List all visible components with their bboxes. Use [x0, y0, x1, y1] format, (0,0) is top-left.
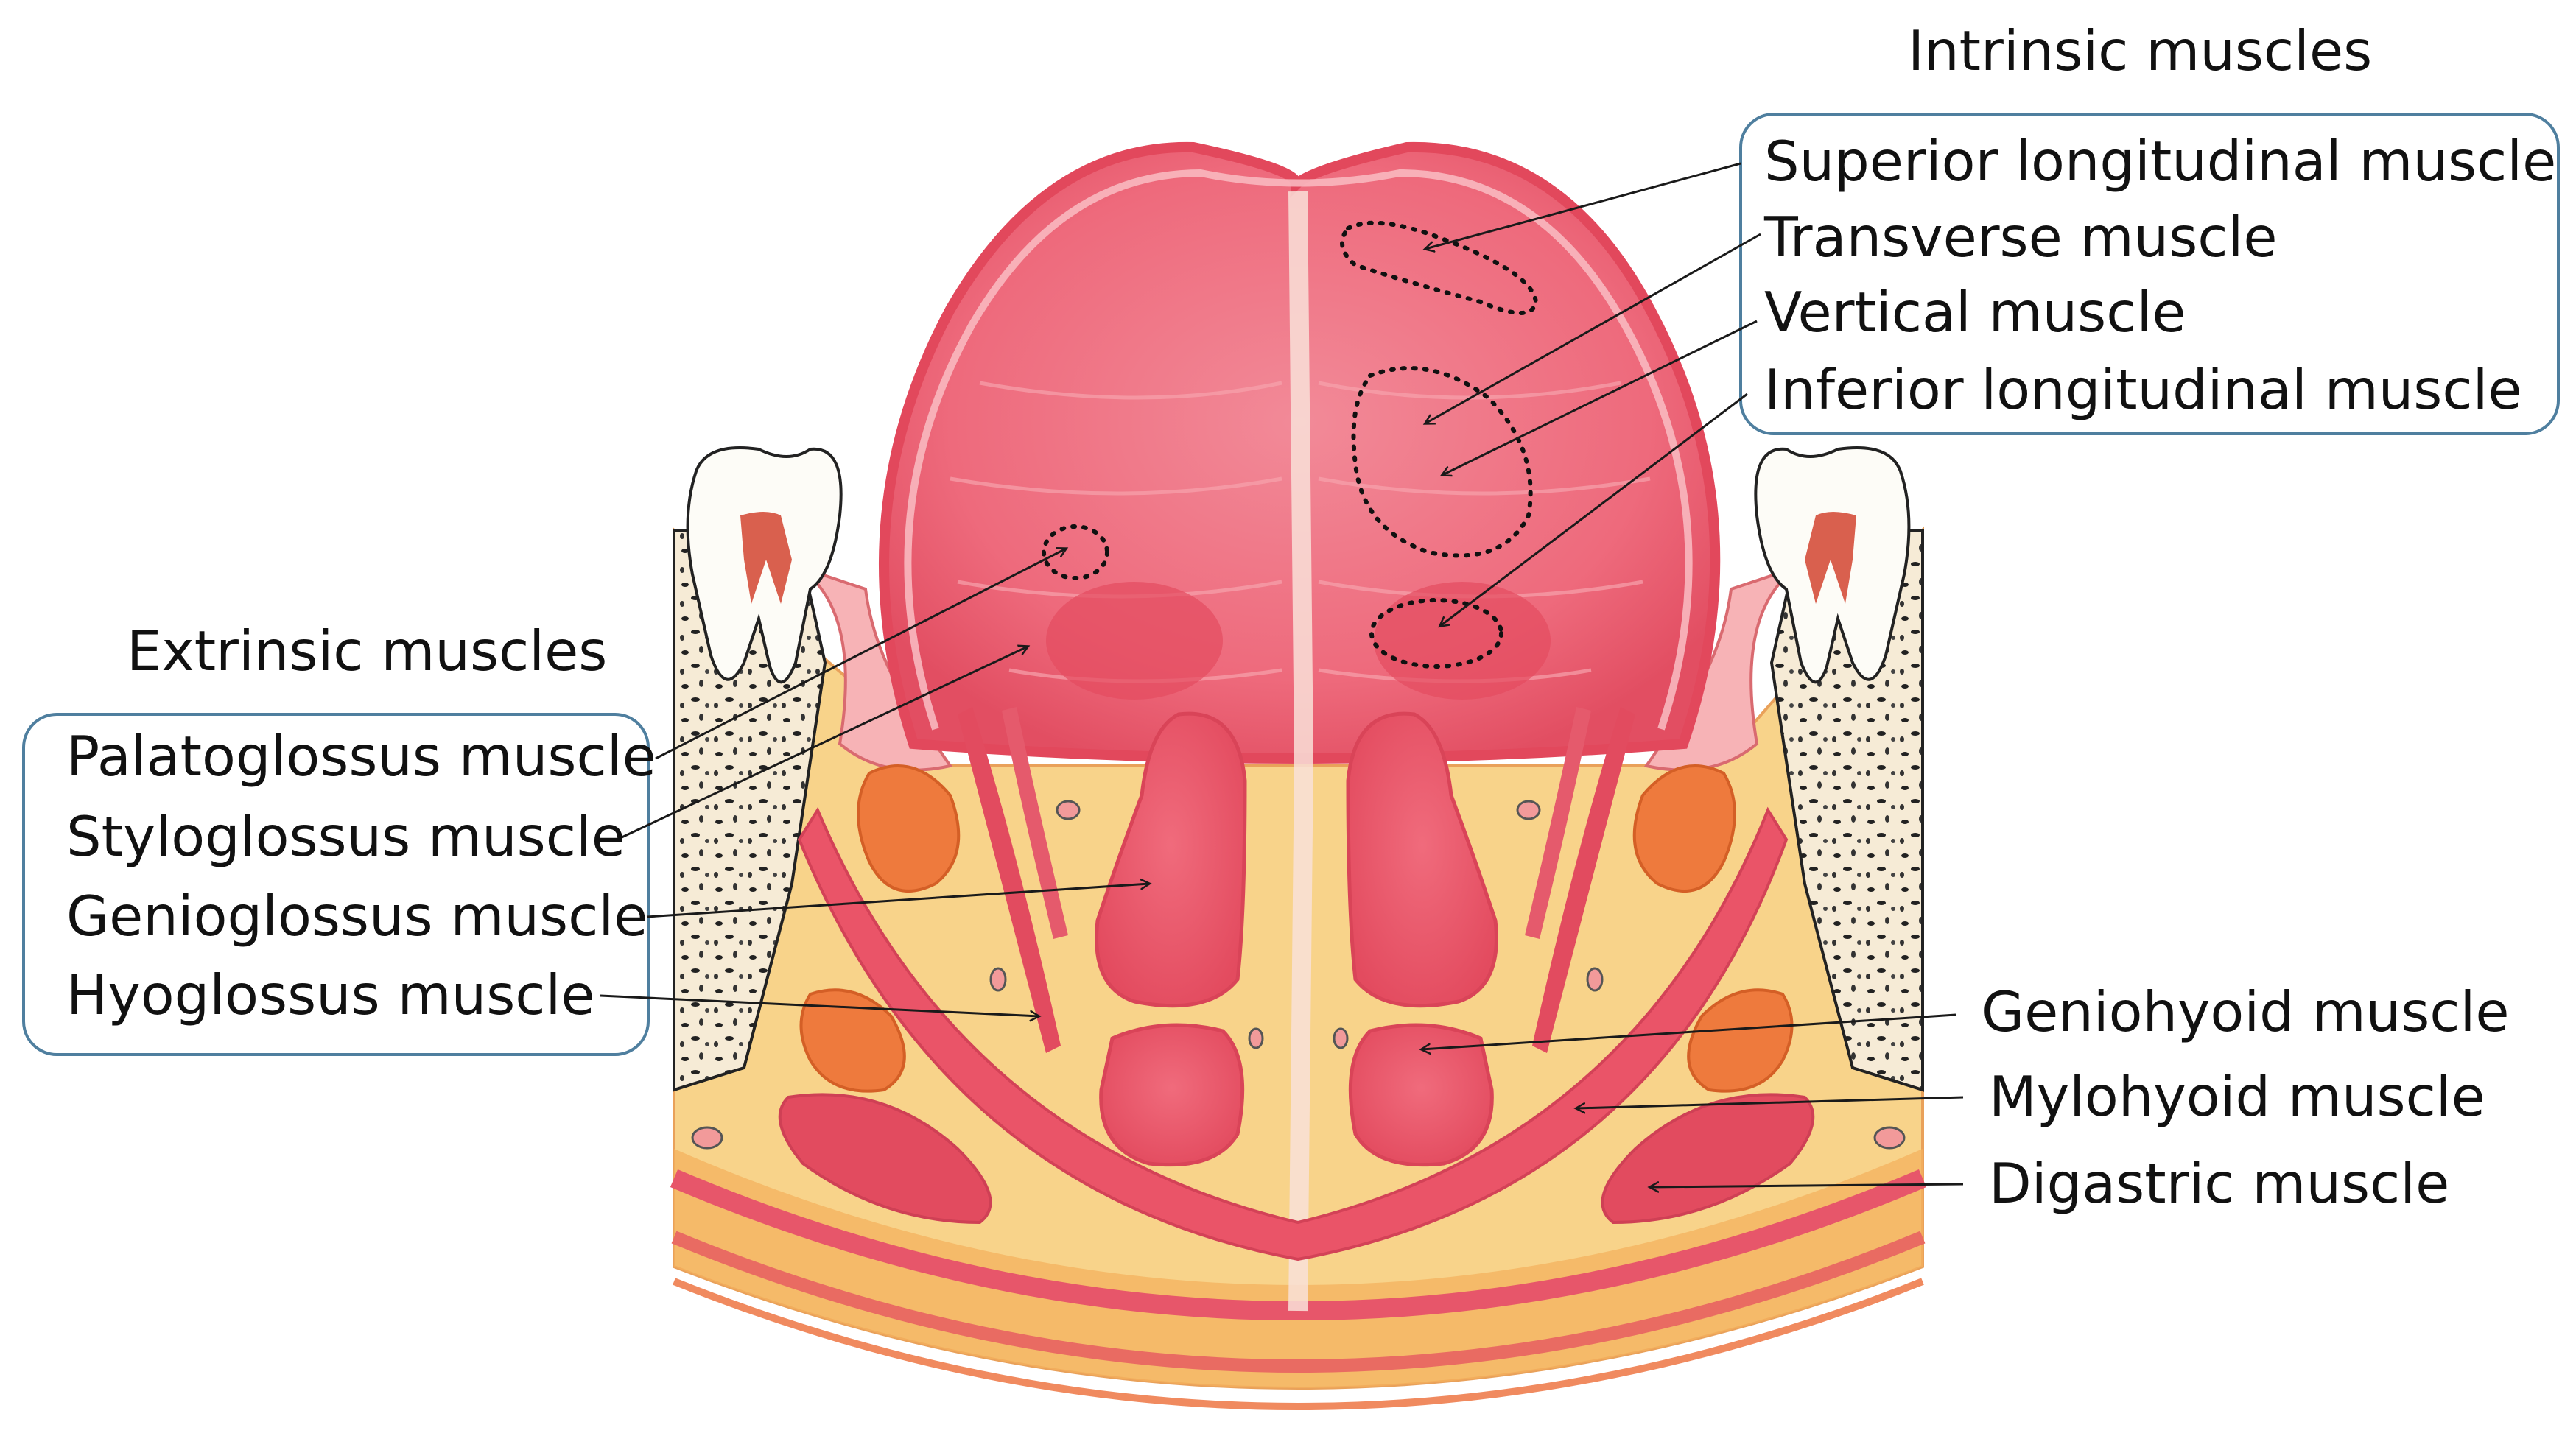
platysma-stripe-2 — [671, 1231, 1926, 1373]
vertical-leader — [1442, 320, 1758, 475]
tongue-mucosa — [904, 169, 1693, 731]
genioglossus-leader — [646, 884, 1149, 918]
left-digastric — [778, 1093, 992, 1225]
palatoglossus-region — [1042, 524, 1109, 580]
label-vertical: Vertical muscle — [1764, 280, 2186, 345]
extrinsic-heading: Extrinsic muscles — [127, 619, 607, 683]
extrinsic-box — [22, 713, 650, 1056]
left-tooth-pulp — [740, 512, 792, 604]
left-sublingual-gland — [857, 764, 961, 893]
right-genioglossus — [1346, 711, 1498, 1008]
label-palatoglossus: Palatoglossus muscle — [66, 724, 656, 789]
left-geniohyoid — [1099, 1023, 1245, 1167]
left-inferior-longitudinal-bundle — [1046, 582, 1223, 700]
inferior-longitudinal-region — [1369, 598, 1503, 669]
right-tooth-pulp — [1805, 512, 1856, 604]
dotted-regions — [1042, 220, 1539, 669]
vessels — [691, 800, 1906, 1150]
inferior-longitudinal-leader — [1440, 393, 1748, 626]
label-superior-longitudinal: Superior longitudinal muscle — [1764, 129, 2556, 194]
right-hyoglossus — [1532, 707, 1635, 1053]
median-septum — [1288, 191, 1314, 1312]
intrinsic-box — [1739, 113, 2560, 435]
left-hyoglossus — [958, 707, 1061, 1053]
transverse-vertical-region — [1351, 366, 1533, 558]
label-digastric: Digastric muscle — [1989, 1151, 2449, 1216]
right-sublingual-gland — [1632, 764, 1736, 893]
skin-edge — [673, 1278, 1924, 1410]
right-submandibular-gland — [1687, 988, 1794, 1093]
mylohyoid-sling — [797, 806, 1789, 1261]
transverse-leader — [1425, 233, 1761, 423]
left-styloglossus — [1002, 707, 1068, 939]
geniohyoid-leader — [1422, 1013, 1956, 1049]
left-submandibular-gland — [799, 988, 906, 1093]
label-styloglossus: Styloglossus muscle — [66, 804, 625, 869]
label-inferior-longitudinal: Inferior longitudinal muscle — [1764, 357, 2522, 422]
label-hyoglossus: Hyoglossus muscle — [66, 962, 594, 1027]
leader-lines — [600, 162, 1964, 1187]
styloglossus-leader — [620, 647, 1028, 840]
hyoglossus-leader — [600, 994, 1039, 1016]
right-styloglossus — [1525, 707, 1591, 939]
superior-longitudinal-leader — [1425, 162, 1741, 249]
label-geniohyoid: Geniohyoid muscle — [1982, 979, 2510, 1044]
mylohyoid-leader — [1576, 1096, 1964, 1108]
left-genioglossus — [1095, 711, 1247, 1008]
intrinsic-heading: Intrinsic muscles — [1908, 18, 2372, 83]
right-geniohyoid — [1348, 1023, 1494, 1167]
label-genioglossus: Genioglossus muscle — [66, 884, 647, 948]
digastric-leader — [1650, 1184, 1964, 1187]
label-transverse: Transverse muscle — [1763, 205, 2278, 270]
superior-longitudinal-region — [1340, 220, 1539, 315]
right-inferior-longitudinal-bundle — [1374, 582, 1551, 700]
anatomy-illustration — [670, 141, 1927, 1410]
palatoglossus-leader — [655, 549, 1066, 760]
label-mylohyoid: Mylohyoid muscle — [1989, 1064, 2485, 1129]
